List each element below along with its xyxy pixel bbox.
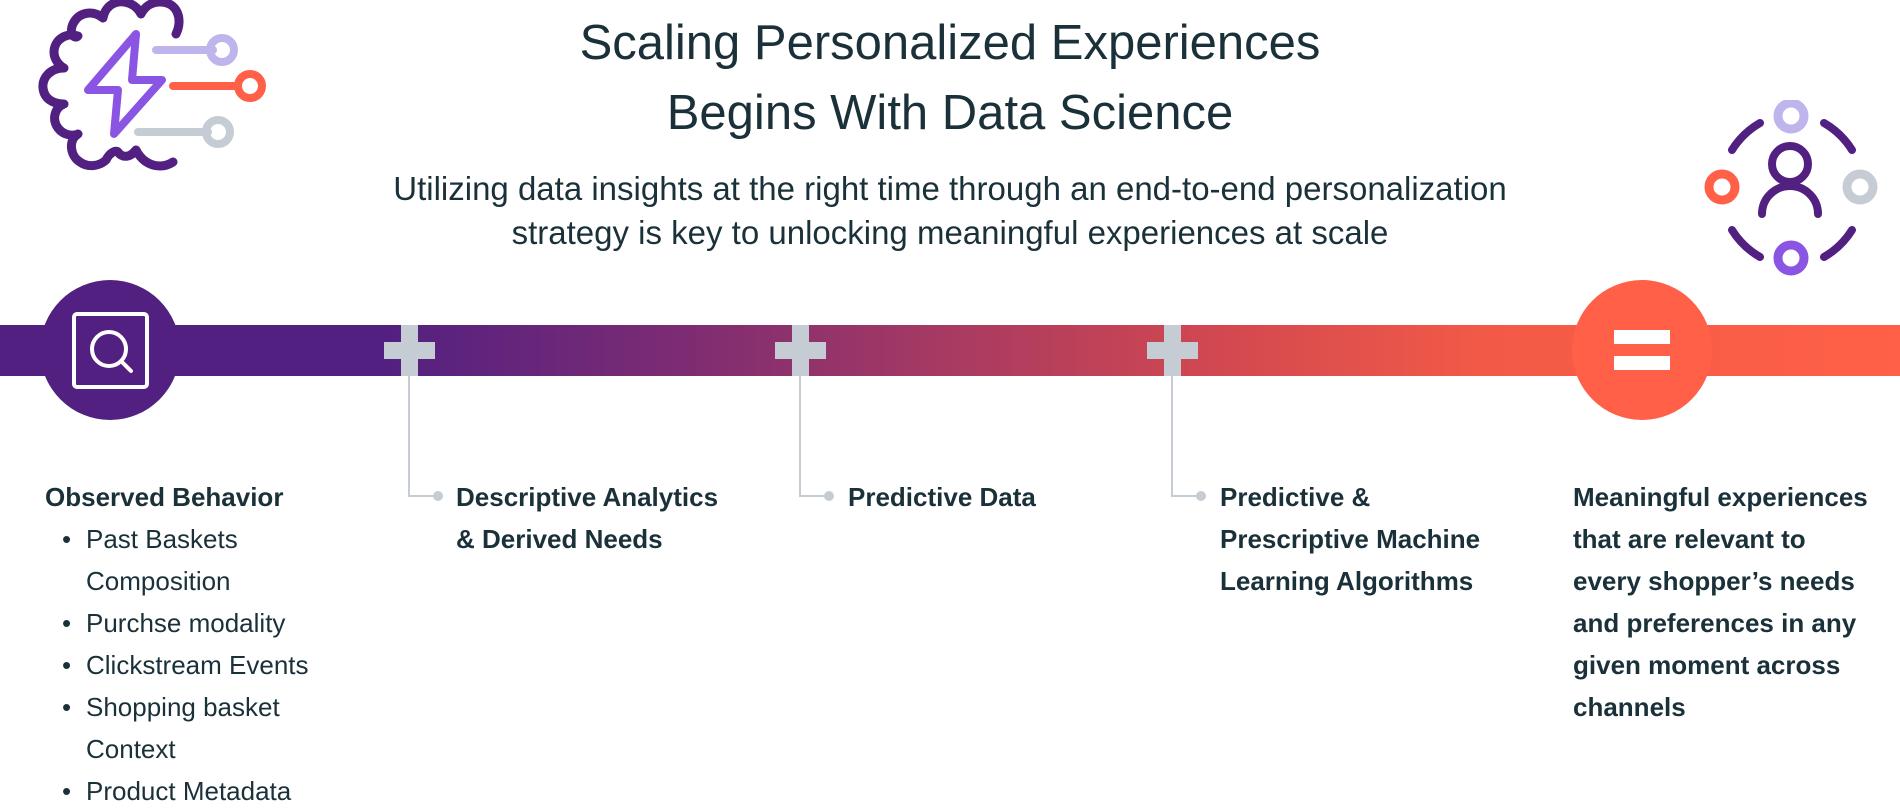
list-item: Shopping basket (45, 686, 309, 728)
subtitle-line-2: strategy is key to unlocking meaningful … (511, 214, 1389, 251)
brain-lightning-icon (38, 0, 266, 171)
result-line: every shopper’s needs (1573, 566, 1855, 596)
step-title-line: Prescriptive Machine (1220, 524, 1481, 554)
step-title: Observed Behavior (45, 482, 284, 512)
behavior-list: Past Baskets Composition Purchse modalit… (45, 518, 309, 812)
plus-icon-1-bar (384, 342, 435, 359)
result-line: Meaningful experiences (1573, 482, 1868, 512)
step-title-line: & Derived Needs (456, 524, 663, 554)
connector-line-3 (1171, 376, 1173, 496)
result-line: and preferences in any (1573, 608, 1857, 638)
subtitle-line-1: Utilizing data insights at the right tim… (393, 170, 1507, 207)
equals-icon (1614, 330, 1670, 370)
step-title-line: Learning Algorithms (1220, 566, 1474, 596)
title-line-1: Scaling Personalized Experiences (579, 16, 1321, 70)
list-item: Clickstream Events (45, 644, 309, 686)
connector-line-2 (799, 376, 801, 496)
result-line: channels (1573, 692, 1686, 722)
result-line: that are relevant to (1573, 524, 1806, 554)
step-machine-learning: Predictive & Prescriptive Machine Learni… (1220, 476, 1480, 602)
observed-behavior-node (40, 280, 180, 420)
connector-line-3h (1171, 495, 1197, 497)
step-meaningful-experiences: Meaningful experiences that are relevant… (1573, 476, 1868, 728)
plus-icon-2-bar (775, 342, 826, 359)
title-line-2: Begins With Data Science (666, 86, 1234, 140)
connector-dot-1 (433, 491, 443, 501)
result-line: given moment across (1573, 650, 1841, 680)
step-title-line: Predictive & (1220, 482, 1371, 512)
connector-dot-2 (824, 491, 834, 501)
list-item: Past Baskets (45, 518, 309, 560)
step-predictive-data: Predictive Data (848, 476, 1036, 518)
step-title-line: Descriptive Analytics (456, 482, 719, 512)
person-network-icon (1704, 100, 1878, 276)
step-descriptive-analytics: Descriptive Analytics & Derived Needs (456, 476, 718, 560)
list-item: Product Metadata (45, 770, 309, 812)
connector-line-2h (799, 495, 825, 497)
connector-line-1 (408, 376, 410, 496)
step-title-line: Predictive Data (848, 482, 1036, 512)
list-item: Context (86, 734, 176, 764)
plus-icon-3-bar (1147, 342, 1198, 359)
search-icon (72, 312, 149, 389)
page-title: Scaling Personalized Experiences Begins … (0, 8, 1900, 148)
result-node (1572, 280, 1712, 420)
connector-dot-3 (1196, 491, 1206, 501)
step-observed-behavior: Observed Behavior Past Baskets Compositi… (45, 476, 309, 812)
connector-line-1h (408, 495, 434, 497)
list-item: Purchse modality (45, 602, 309, 644)
list-item: Composition (86, 566, 231, 596)
subtitle: Utilizing data insights at the right tim… (0, 167, 1900, 255)
